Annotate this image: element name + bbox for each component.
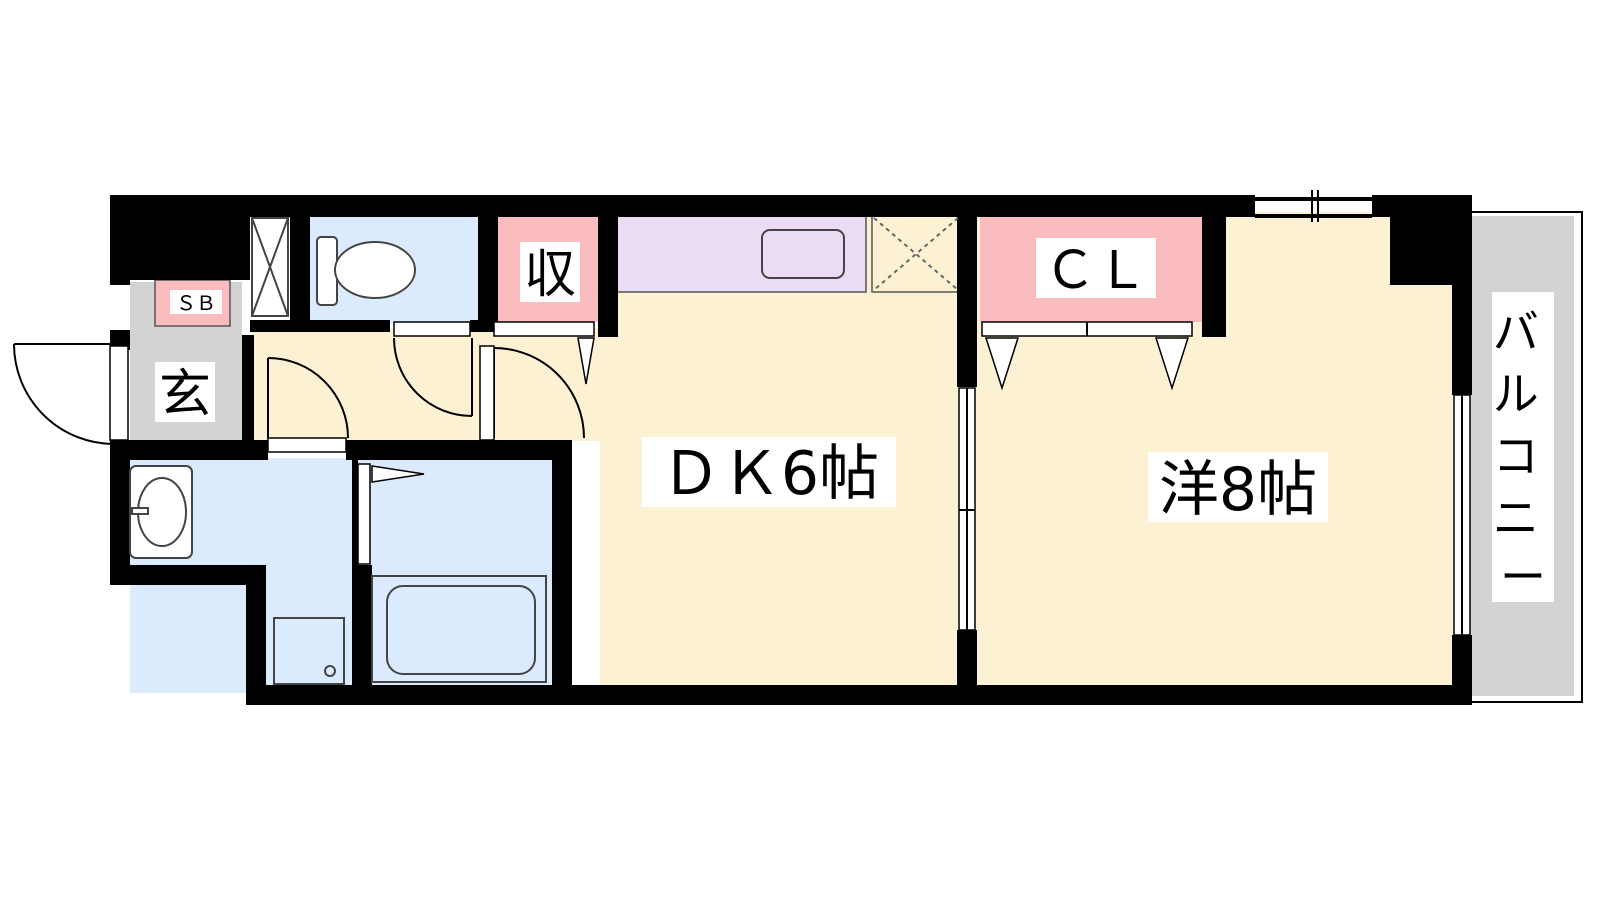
washroom-door	[267, 357, 349, 453]
storage-label: 収	[524, 245, 576, 305]
balcony: バ ル コ ニ ー	[1454, 211, 1583, 703]
wash-basin-icon	[129, 465, 193, 559]
storage-door	[493, 321, 595, 385]
dk-label: ＤＫ6帖	[661, 439, 879, 509]
bath-door	[357, 463, 425, 565]
closet-doors	[981, 321, 1193, 391]
doors	[13, 190, 1471, 636]
balcony-char: バ	[1493, 305, 1539, 359]
toilet-icon	[316, 236, 416, 306]
balcony-char: ー	[1500, 550, 1546, 604]
balcony-label: バ ル コ ニ ー	[1493, 305, 1554, 604]
balcony-window	[1453, 394, 1471, 636]
closet-label: ＣＬ	[1044, 241, 1148, 301]
bathtub-icon	[371, 575, 547, 683]
walls	[110, 195, 1472, 705]
balcony-char: コ	[1493, 429, 1539, 483]
dk-door	[479, 345, 585, 441]
fridge-space-icon	[873, 217, 959, 291]
fixtures	[129, 217, 959, 685]
western-label: 洋8帖	[1159, 455, 1317, 525]
entrance-door	[13, 343, 129, 445]
toilet-door	[393, 321, 473, 417]
shoebox-label: ＳＢ	[176, 291, 216, 315]
sliding-door	[958, 387, 976, 631]
balcony-char: ル	[1493, 367, 1539, 421]
balcony-char: ニ	[1493, 491, 1539, 545]
entrance-label: 玄	[159, 365, 211, 425]
room-labels: ＤＫ6帖 洋8帖 ＣＬ 収 玄 ＳＢ	[155, 238, 1328, 525]
washing-machine-icon	[273, 617, 345, 685]
hall-floor	[252, 328, 602, 441]
top-window	[1311, 190, 1319, 222]
sink-icon	[761, 229, 845, 279]
